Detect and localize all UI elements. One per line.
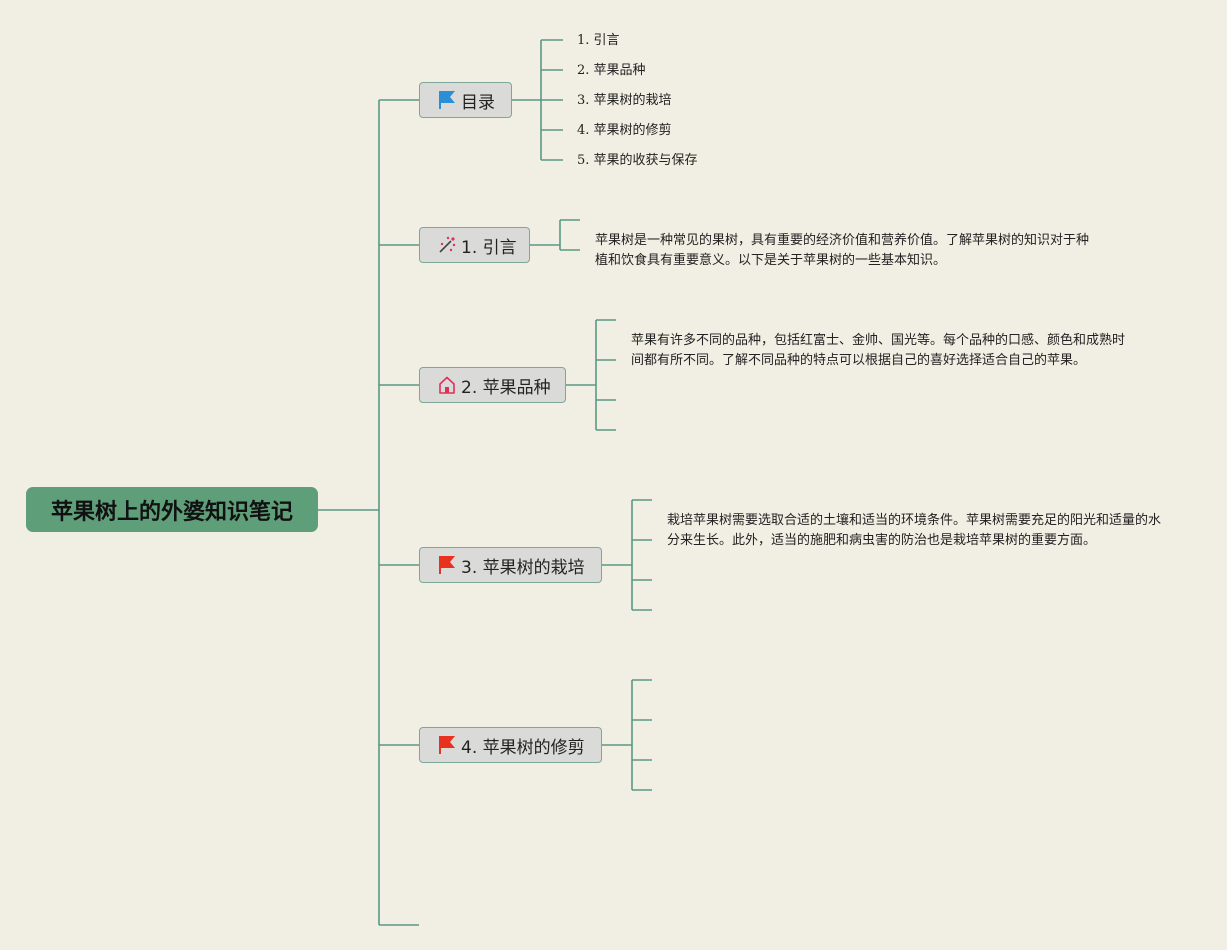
root-title: 苹果树上的外婆知识笔记 — [50, 499, 293, 525]
toc-item-5[interactable]: 5. 苹果的收获与保存 — [577, 153, 698, 168]
magic-wand-icon — [436, 234, 458, 256]
home-icon — [436, 374, 458, 396]
red-flag-icon — [436, 734, 458, 756]
toc-item-2[interactable]: 2. 苹果品种 — [577, 63, 646, 78]
topic-label: 目录 — [461, 92, 495, 113]
topic-table-of-contents[interactable]: 目录 — [419, 82, 512, 118]
varieties-description: 苹果有许多不同的品种，包括红富士、金帅、国光等。每个品种的口感、颜色和成熟时间都… — [631, 333, 1126, 368]
topic-cultivation[interactable]: 3. 苹果树的栽培 — [419, 547, 602, 583]
toc-item-1[interactable]: 1. 引言 — [577, 33, 620, 48]
topic-pruning[interactable]: 4. 苹果树的修剪 — [419, 727, 602, 763]
topic-label: 3. 苹果树的栽培 — [461, 557, 585, 578]
topic-apple-varieties[interactable]: 2. 苹果品种 — [419, 367, 566, 403]
topic-label: 2. 苹果品种 — [461, 377, 551, 398]
blue-flag-icon — [436, 89, 458, 111]
topic-label: 4. 苹果树的修剪 — [461, 737, 585, 758]
topic-label: 1. 引言 — [461, 237, 517, 258]
topic-introduction[interactable]: 1. 引言 — [419, 227, 530, 263]
root-topic[interactable]: 苹果树上的外婆知识笔记 — [26, 487, 318, 532]
cultivation-description: 栽培苹果树需要选取合适的土壤和适当的环境条件。苹果树需要充足的阳光和适量的水分来… — [667, 513, 1162, 548]
toc-item-3[interactable]: 3. 苹果树的栽培 — [577, 93, 672, 108]
introduction-description: 苹果树是一种常见的果树，具有重要的经济价值和营养价值。了解苹果树的知识对于种植和… — [595, 233, 1090, 268]
red-flag-icon — [436, 554, 458, 576]
toc-item-4[interactable]: 4. 苹果树的修剪 — [577, 123, 672, 138]
